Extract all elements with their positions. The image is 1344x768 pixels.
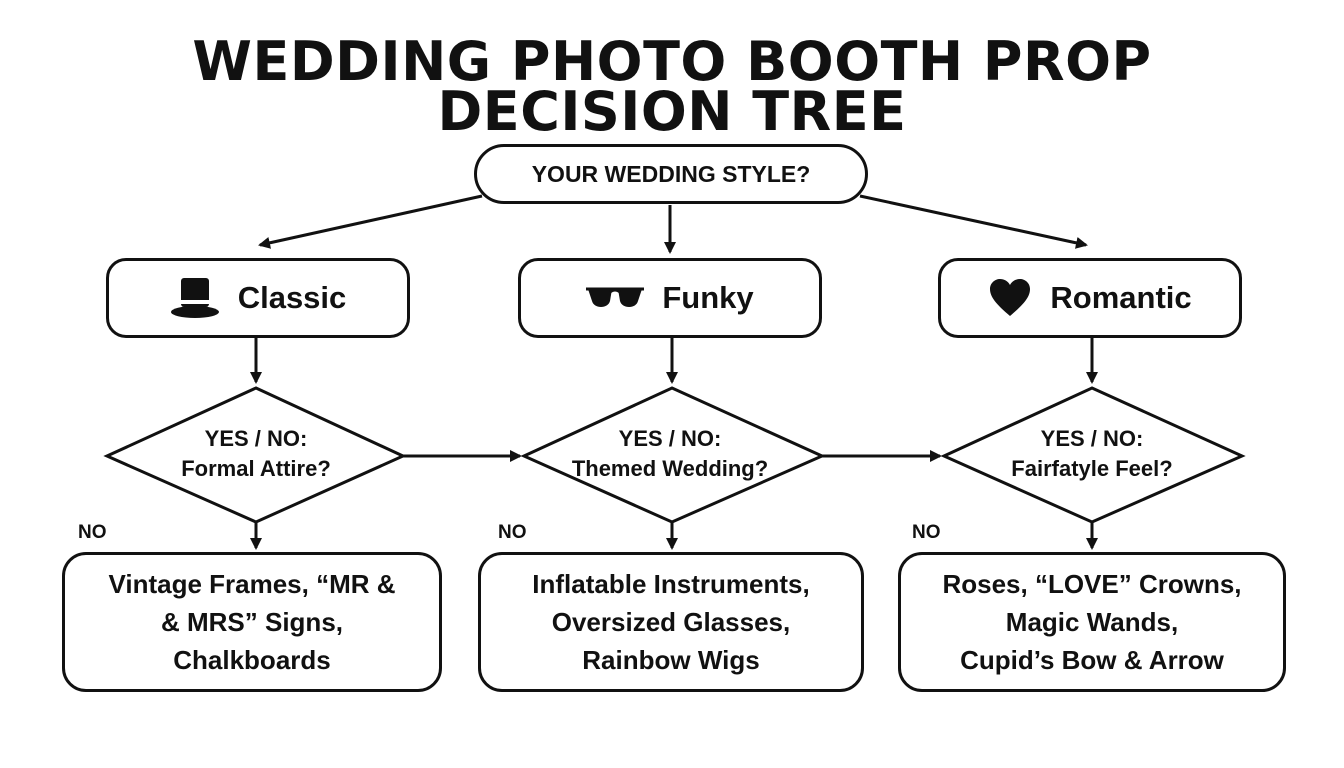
question-funky: YES / NO: Themed Wedding?: [540, 424, 800, 484]
props-classic-line2: & MRS” Signs,: [160, 607, 343, 637]
question-romantic: YES / NO: Fairfatyle Feel?: [962, 424, 1222, 484]
question-funky-line2: Themed Wedding?: [571, 456, 769, 481]
title-line-1: WEDDING PHOTO BOOTH PROP: [192, 30, 1152, 93]
question-classic: YES / NO: Formal Attire?: [126, 424, 386, 484]
props-funky-line2: Oversized Glasses,: [551, 607, 791, 637]
no-label-classic: NO: [78, 522, 107, 543]
arrow-root-to-classic: [258, 194, 483, 249]
sunglasses-icon: [586, 283, 645, 313]
style-box-romantic: Romantic: [938, 258, 1242, 338]
no-label-funky: NO: [498, 522, 527, 543]
no-label-romantic: NO: [912, 522, 941, 543]
heart-icon: [988, 278, 1032, 318]
question-romantic-line1: YES / NO:: [1040, 426, 1144, 451]
question-classic-line2: Formal Attire?: [181, 456, 331, 481]
style-label-romantic: Romantic: [1050, 280, 1192, 315]
question-funky-line1: YES / NO:: [618, 426, 722, 451]
root-question-box: YOUR WEDDING STYLE?: [474, 144, 868, 204]
props-romantic-line2: Magic Wands,: [1005, 607, 1179, 637]
title-line-2: DECISION TREE: [437, 80, 907, 143]
style-label-funky: Funky: [662, 280, 754, 315]
question-classic-line1: YES / NO:: [204, 426, 308, 451]
props-box-romantic: Roses, “LOVE” Crowns, Magic Wands, Cupid…: [898, 552, 1286, 692]
style-box-funky: Funky: [518, 258, 822, 338]
props-romantic-line3: Cupid’s Bow & Arrow: [960, 645, 1224, 675]
props-romantic-line1: Roses, “LOVE” Crowns,: [942, 569, 1242, 599]
arrow-root-to-romantic: [859, 194, 1088, 249]
props-funky-line3: Rainbow Wigs: [582, 645, 760, 675]
props-box-classic: Vintage Frames, “MR & & MRS” Signs, Chal…: [62, 552, 442, 692]
props-classic-line3: Chalkboards: [173, 645, 331, 675]
style-label-classic: Classic: [237, 280, 347, 315]
style-box-classic: Classic: [106, 258, 410, 338]
question-romantic-line2: Fairfatyle Feel?: [1011, 456, 1173, 481]
top-hat-icon: [170, 276, 220, 320]
props-funky-line1: Inflatable Instruments,: [532, 569, 810, 599]
props-classic-line1: Vintage Frames, “MR &: [108, 569, 396, 599]
props-box-funky: Inflatable Instruments, Oversized Glasse…: [478, 552, 864, 692]
root-question-label: YOUR WEDDING STYLE?: [531, 160, 811, 187]
